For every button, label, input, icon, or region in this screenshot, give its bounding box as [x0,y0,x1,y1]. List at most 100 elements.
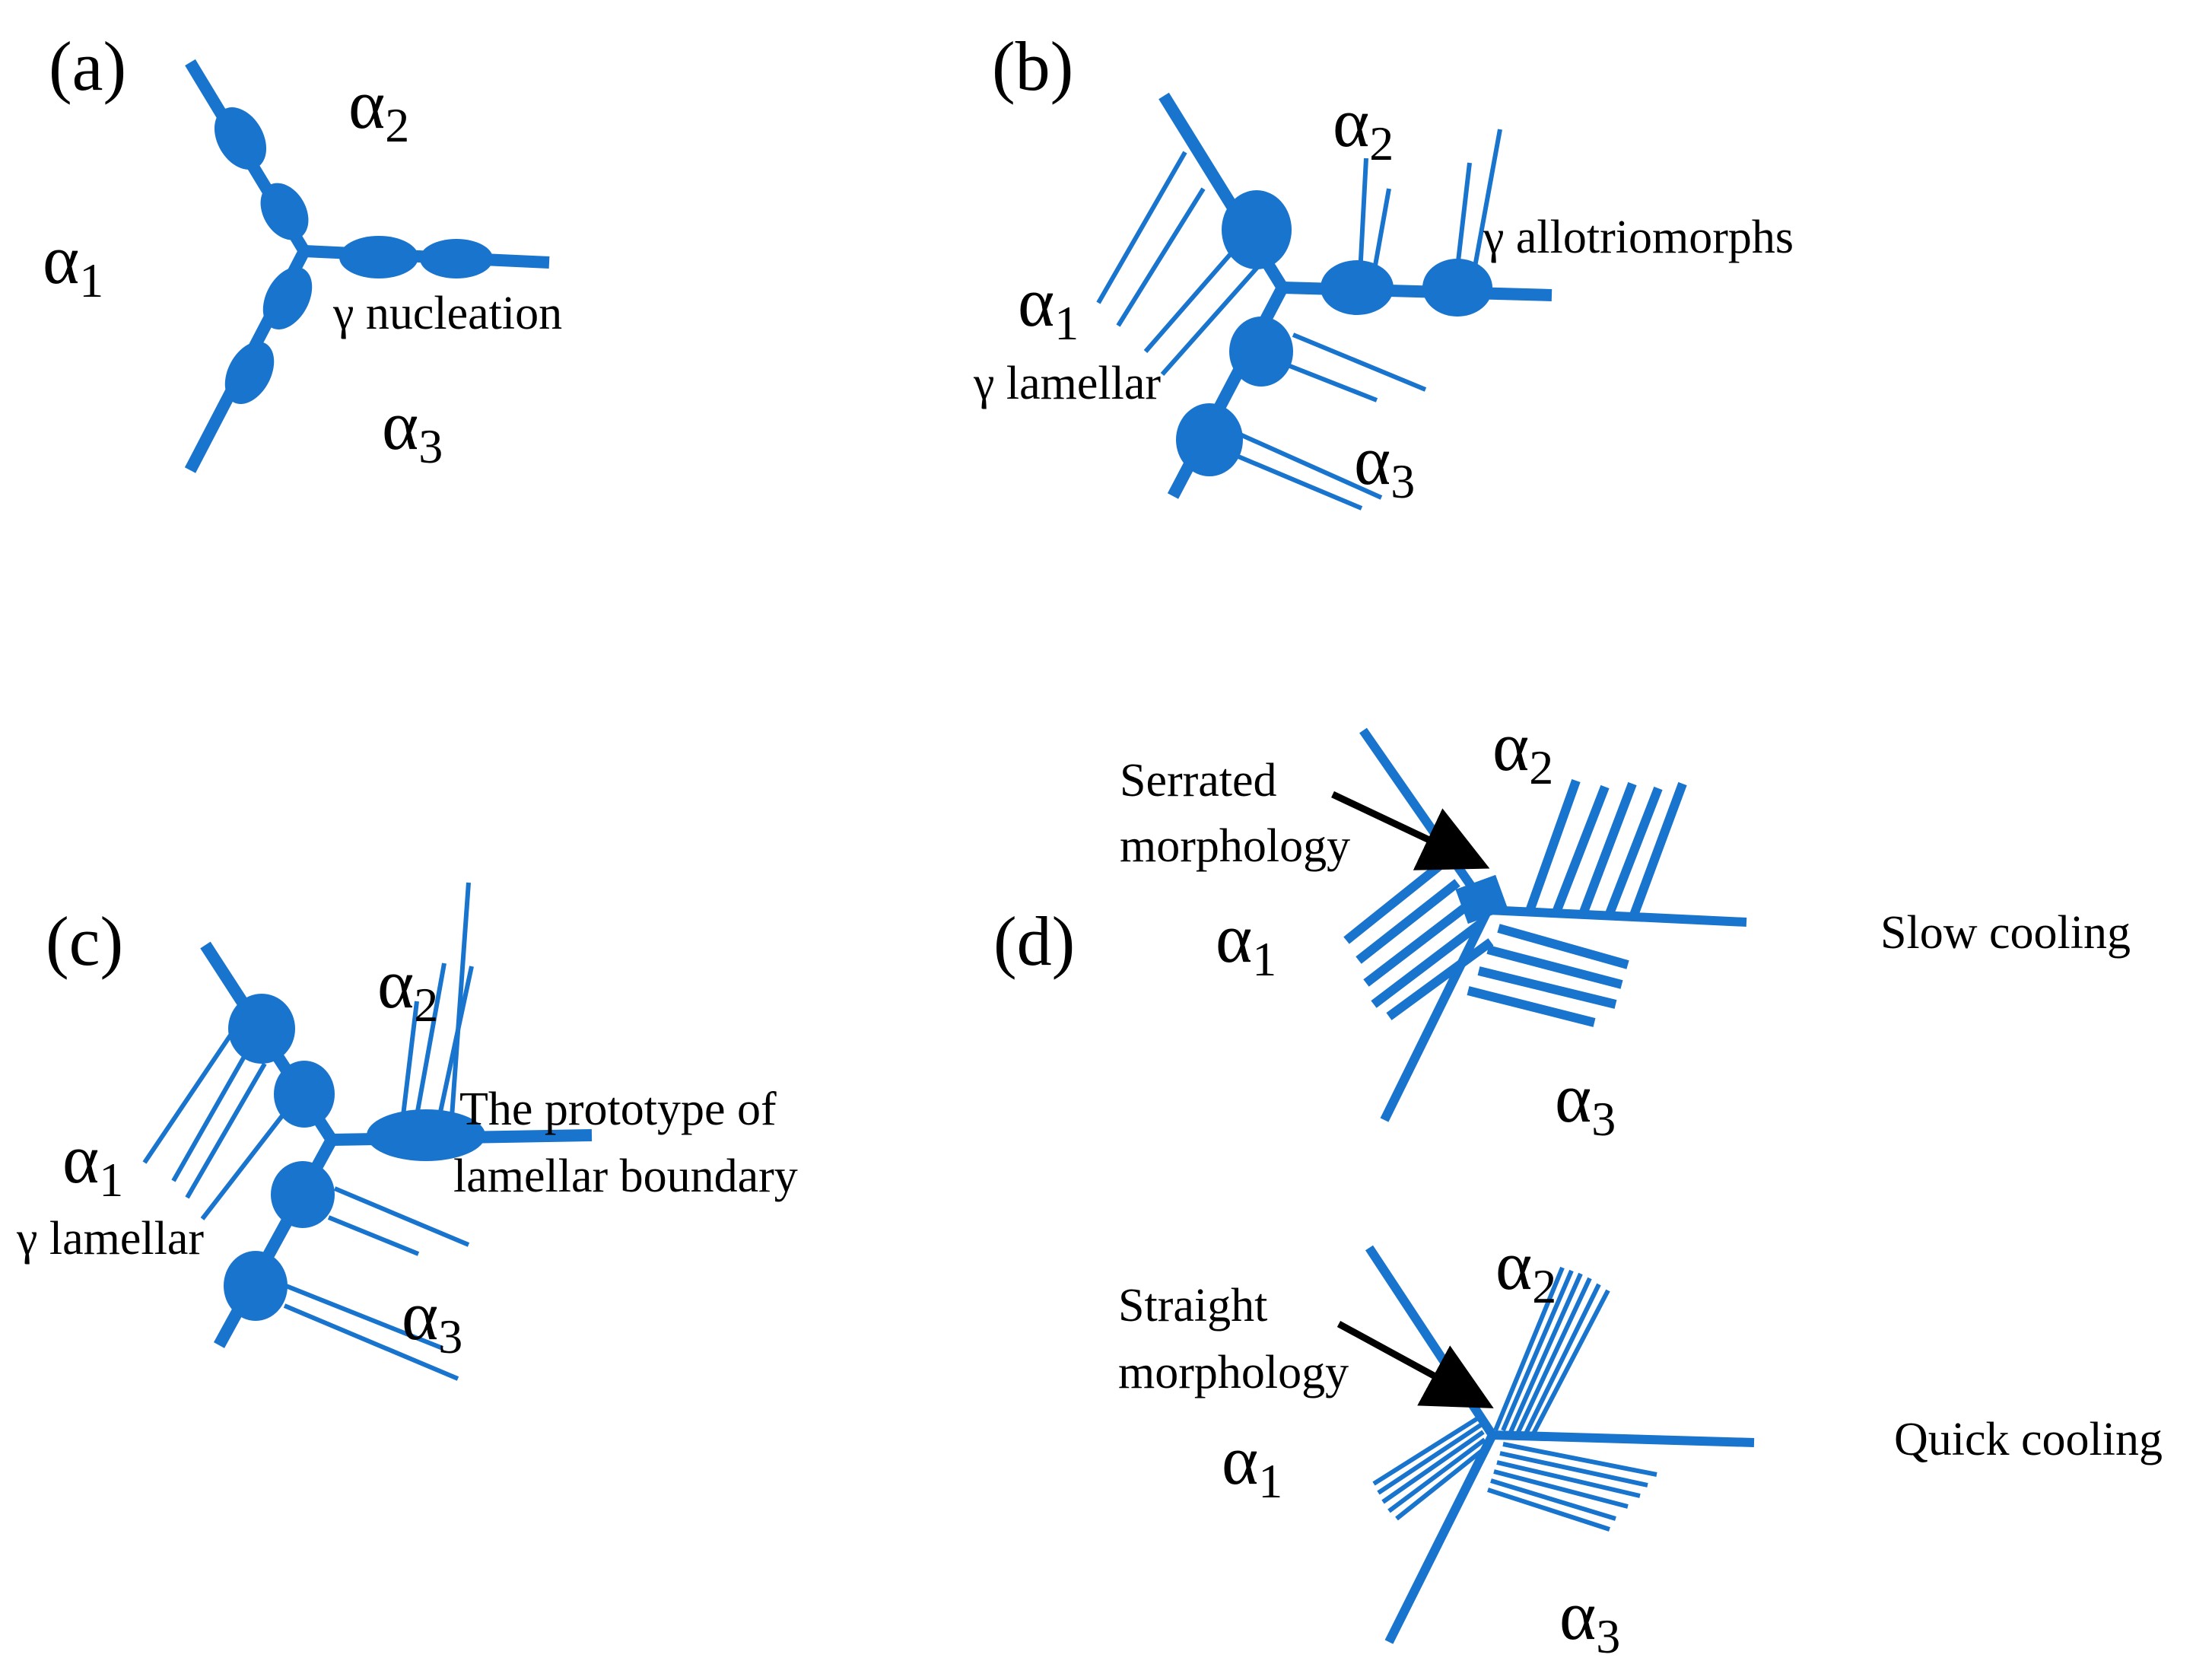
gamma-allotriomorph [1321,260,1394,315]
gamma-allotriomorph [1176,403,1243,476]
gamma-allotriomorph [1422,259,1492,317]
prototype-label-line2: lamellar boundary [453,1150,798,1202]
gamma-allotriomorph [228,994,295,1064]
alpha1-label: α1 [62,1120,123,1207]
boundary-alpha1-alpha2 [1365,1245,1497,1438]
panel-a: (a) α2 α1 α3 γ nucleation [43,27,562,473]
alpha1-label: α1 [1222,1421,1282,1508]
gamma-nucleus [420,239,493,278]
gamma-lamella [1496,1460,1641,1498]
gamma-lamella [1499,1451,1648,1488]
panel-b: (b) α2 α1 α3 [973,27,1794,511]
gamma-nucleation-label: γ nucleation [332,288,562,339]
gamma-lamella [284,1284,444,1351]
alpha2-label: α2 [1495,1227,1556,1313]
alpha2-label: α2 [348,65,409,152]
gamma-lamella [1603,786,1663,920]
alpha3-label: α3 [382,387,443,473]
gamma-lamella [1508,1272,1583,1433]
alpha2-label: α2 [377,945,438,1032]
panel-c-tag: (c) [46,902,123,980]
gamma-allotriomorph [271,1161,335,1228]
gamma-nuclei [214,107,493,405]
gamma-lamellar-label: γ lamellar [973,358,1161,409]
gamma-lamella [1377,1422,1483,1495]
gamma-lamella [1372,1414,1482,1486]
gamma-lamella [1371,188,1391,275]
panel-a-tag: (a) [49,27,126,105]
panel-c: (c) α2 α1 α3 [16,882,798,1381]
slow-lamellae-alpha3 [1467,924,1629,1027]
alpha1-label: α1 [1018,263,1079,350]
gamma-lamella [415,963,447,1116]
gamma-lamella [1524,1283,1601,1435]
gamma-nucleus [224,341,275,405]
gamma-allotriomorph [224,1251,288,1321]
alpha3-label: α3 [402,1277,462,1363]
gamma-lamella [1160,263,1262,376]
gamma-lamella [1096,151,1187,304]
gamma-lamella [450,882,471,1118]
panel-b-tag: (b) [992,27,1073,105]
gamma-nucleus [260,183,309,240]
serrated-morphology-arrow [1331,791,1490,870]
quick-lamellae-alpha2 [1493,1266,1610,1435]
gamma-lamella [1493,1469,1629,1509]
gamma-lamella [1395,1445,1488,1521]
gamma-lamella [1497,924,1629,969]
panel-d-slow-cooling: Serrated morphology α2 α1 α3 Slow coolin… [1120,708,2131,1146]
boundary-alpha1-alpha3 [1384,1433,1497,1644]
alpha3-label: α3 [1555,1059,1616,1146]
gamma-lamella [1490,1478,1616,1521]
gamma-lamella [1486,945,1623,989]
panel-d-tag: (d) [993,902,1075,980]
gamma-allotriomorph [1229,317,1293,387]
gamma-lamella [1578,781,1637,918]
gamma-allotriomorph [1222,190,1292,269]
gamma-lamella [1477,966,1617,1009]
gamma-lamella [1516,1277,1592,1433]
alpha2-label: α2 [1492,708,1553,794]
straight-morphology-arrow [1336,1321,1494,1408]
serrated-label-line1: Serrated [1120,755,1277,807]
gamma-allotriomorphs-label: γ allotriomorphs [1483,212,1794,263]
gamma-lamella [1550,784,1610,918]
gamma-lamella [1524,778,1581,915]
gamma-lamella [185,1062,267,1199]
gamma-allotriomorph [367,1109,485,1161]
boundary-alpha1-alpha3 [1380,908,1492,1122]
gamma-lamella [1467,986,1596,1027]
gamma-nucleus [214,107,267,170]
gamma-allotriomorph [274,1061,335,1128]
slow-lamellae-alpha1 [1343,858,1494,1020]
gamma-lamella [1531,1289,1610,1435]
gamma-lamella [142,1030,235,1164]
gamma-lamella [1501,1269,1574,1432]
gamma-lamella [1493,1266,1565,1432]
gamma-lamella [1143,243,1241,353]
gamma-lamella [1371,920,1483,1008]
gamma-nucleus [262,266,313,330]
gamma-lamella [1455,162,1472,269]
gamma-lamella [1358,158,1368,275]
straight-label-line2: morphology [1118,1347,1349,1398]
gamma-lamella [1292,332,1427,392]
gamma-lamella [1237,431,1383,500]
gamma-allotriomorphs [224,994,485,1321]
gamma-lamella [1237,454,1363,511]
straight-label-line1: Straight [1118,1280,1267,1332]
gamma-lamellae [142,882,474,1381]
gamma-lamella [1381,1430,1485,1504]
alpha1-label: α1 [1216,899,1276,986]
quick-lamellae-alpha3 [1487,1442,1657,1532]
gamma-lamella [1386,938,1494,1020]
gamma-lamella [1355,879,1460,964]
gamma-lamella [200,1109,288,1220]
gamma-lamella [1387,1437,1486,1513]
alpha2-label: α2 [1333,84,1394,170]
gamma-lamella [401,1001,419,1116]
boundary-alpha2-alpha3 [1492,1430,1755,1447]
prototype-label-line1: The prototype of [459,1083,777,1135]
alpha1-label: α1 [43,221,103,307]
